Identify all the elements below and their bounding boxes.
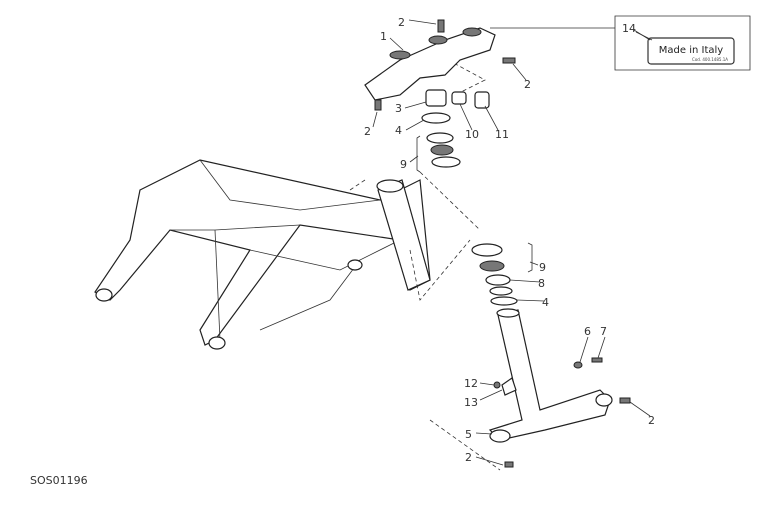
callout-2: 2 [465, 451, 472, 464]
bolt-icon [502, 57, 516, 64]
callout-14: 14 [622, 22, 636, 35]
assembly-line [349, 171, 481, 301]
callout-9: 9 [539, 261, 546, 274]
diagram-code: SOS01196 [30, 474, 88, 487]
assembly-line [447, 59, 486, 96]
lower-triple-clamp [488, 308, 631, 468]
callout-10: 10 [465, 128, 479, 141]
bolt-icon [374, 99, 382, 111]
callout-9: 9 [400, 158, 407, 171]
callout-4: 4 [395, 124, 402, 137]
bolt-icon [504, 461, 514, 468]
motorcycle-frame [94, 159, 431, 350]
made-in-italy-label: Made in Italy Cod. 400.1485.1A [490, 15, 751, 71]
callout-2: 2 [364, 125, 371, 138]
steering-stem-upper-parts [416, 89, 490, 173]
callout-1: 1 [380, 30, 387, 43]
callout-13: 13 [464, 396, 478, 409]
sticker-code: Cod. 400.1485.1A [692, 57, 728, 62]
callout-4: 4 [542, 296, 549, 309]
sticker-text: Made in Italy [659, 45, 724, 56]
callout-12: 12 [464, 377, 478, 390]
screw-icon [591, 357, 603, 363]
bolt-icon [619, 397, 631, 404]
leader-lines [372, 19, 651, 466]
bolt-icon [437, 19, 445, 33]
assembly-line [429, 419, 501, 471]
callout-2: 2 [398, 16, 405, 29]
callout-2: 2 [648, 414, 655, 427]
callout-3: 3 [395, 102, 402, 115]
callout-6: 6 [584, 325, 591, 338]
callout-11: 11 [495, 128, 509, 141]
callout-2: 2 [524, 78, 531, 91]
steering-stem-lower-parts [471, 242, 533, 306]
callout-5: 5 [465, 428, 472, 441]
callouts: 2 1 2 3 2 4 10 11 9 14 9 8 4 6 7 12 13 5… [364, 16, 655, 464]
callout-7: 7 [600, 325, 607, 338]
upper-triple-clamp [364, 19, 516, 111]
callout-8: 8 [538, 277, 545, 290]
